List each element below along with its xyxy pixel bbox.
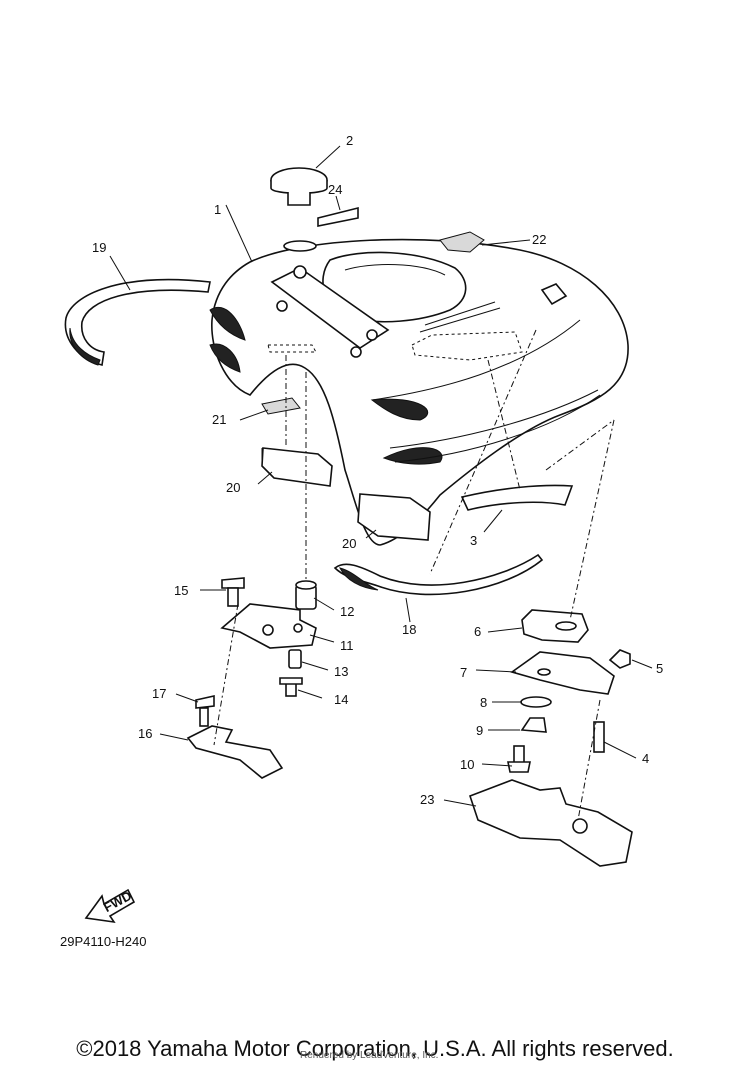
callout-23: 23 [420, 792, 434, 807]
callout-22: 22 [532, 232, 546, 247]
leader-lines [109, 145, 653, 807]
callout-21: 21 [212, 412, 226, 427]
callout-20b: 20 [342, 536, 356, 551]
sheet-21 [261, 397, 301, 415]
diagram-code: 29P4110-H240 [60, 934, 147, 949]
trim-strip-left [64, 278, 211, 366]
callout-19: 19 [92, 240, 106, 255]
label-24 [317, 206, 359, 227]
callout-4: 4 [642, 751, 649, 766]
callout-9: 9 [476, 723, 483, 738]
callout-17: 17 [152, 686, 166, 701]
bracket-left [186, 577, 317, 779]
tank-cover [209, 238, 629, 546]
callout-labels: 1 2 3 4 5 6 7 8 9 10 11 12 13 14 15 16 1… [92, 133, 663, 807]
emblem-22 [439, 231, 485, 253]
callout-7: 7 [460, 665, 467, 680]
damper-20a [261, 447, 333, 487]
callout-24: 24 [328, 182, 342, 197]
label-3 [460, 484, 574, 511]
callout-10: 10 [460, 757, 474, 772]
fwd-arrow-icon: FWD [84, 888, 136, 924]
callout-3: 3 [470, 533, 477, 548]
callout-8: 8 [480, 695, 487, 710]
callout-5: 5 [656, 661, 663, 676]
callout-1: 1 [214, 202, 221, 217]
bracket-right [468, 609, 633, 867]
callout-16: 16 [138, 726, 152, 741]
callout-2: 2 [346, 133, 353, 148]
callout-13: 13 [334, 664, 348, 679]
tank-cap [270, 167, 328, 206]
callout-11: 11 [340, 638, 354, 653]
callout-12: 12 [340, 604, 354, 619]
callout-18: 18 [402, 622, 416, 637]
callout-20a: 20 [226, 480, 240, 495]
callout-6: 6 [474, 624, 481, 639]
damper-20b [357, 493, 431, 541]
trim-strip-bottom [333, 553, 544, 596]
watermark: Rendered by LeadVenture, Inc. [300, 1050, 439, 1061]
callout-14: 14 [334, 692, 348, 707]
callout-15: 15 [174, 583, 188, 598]
copyright: ©2018 Yamaha Motor Corporation, U.S.A. A… [76, 1036, 674, 1061]
